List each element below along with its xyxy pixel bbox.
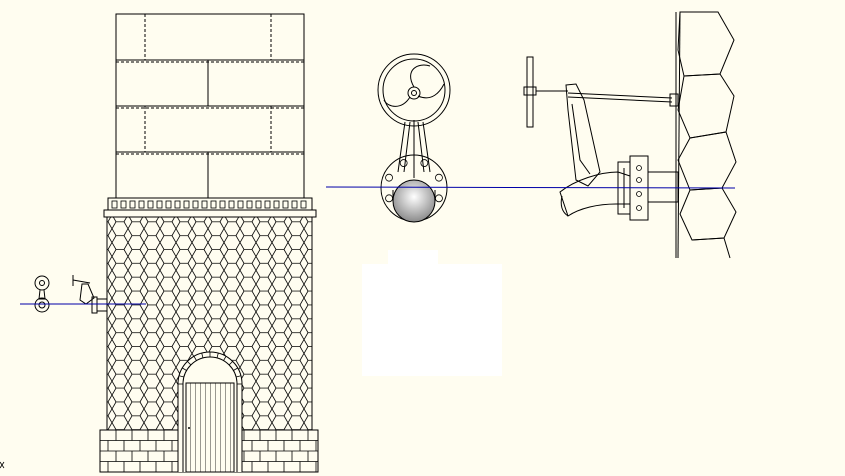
large-valve-front-view — [377, 53, 451, 223]
small-valve-side — [72, 275, 108, 314]
upper-block-section — [115, 13, 305, 199]
arched-door — [177, 351, 243, 473]
centerlines — [20, 186, 736, 305]
large-valve-side-view — [523, 56, 679, 221]
blank-label-block — [362, 250, 502, 376]
small-valve-elevation — [34, 275, 50, 313]
corner-mark — [0, 461, 5, 469]
cornice-band — [103, 197, 317, 218]
tower — [99, 13, 319, 473]
rubble-wall-section — [675, 11, 737, 259]
